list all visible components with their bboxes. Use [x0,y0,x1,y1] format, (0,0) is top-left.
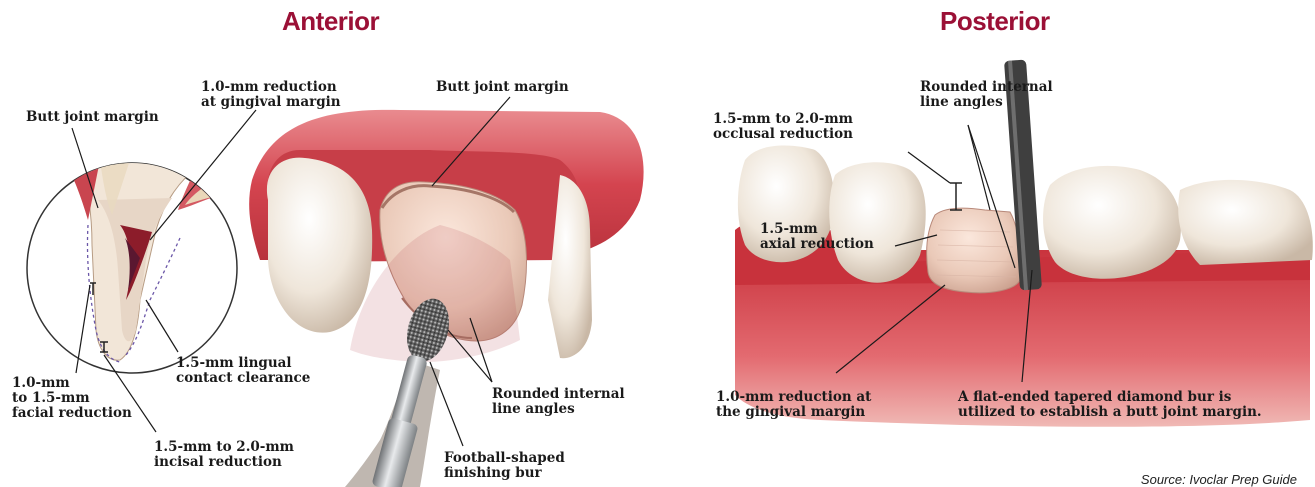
cross-section-inset [27,155,237,373]
label-butt-joint-margin-left: Butt joint margin [26,110,159,125]
label-incisal-reduction: 1.5-mm to 2.0-mm incisal reduction [154,440,294,470]
posterior-title: Posterior [940,6,1050,37]
label-axial-reduction: 1.5-mm axial reduction [760,222,874,252]
label-football-bur: Football-shaped finishing bur [444,451,565,481]
anterior-teeth-illustration [249,110,643,487]
label-lingual-clearance: 1.5-mm lingual contact clearance [176,356,310,386]
label-gingival-margin-reduction: 1.0-mm reduction at the gingival margin [716,390,871,420]
anterior-title: Anterior [282,6,379,37]
label-gingival-reduction: 1.0-mm reduction at gingival margin [201,80,341,110]
label-rounded-line-angles-posterior: Rounded internal line angles [920,80,1053,110]
label-rounded-line-angles-anterior: Rounded internal line angles [492,387,625,417]
label-butt-joint-margin-top: Butt joint margin [436,80,569,95]
label-facial-reduction: 1.0-mm to 1.5-mm facial reduction [12,376,132,421]
label-tapered-diamond-bur: A flat-ended tapered diamond bur is util… [958,390,1262,420]
source-credit: Source: Ivoclar Prep Guide [1141,472,1297,487]
label-occlusal-reduction: 1.5-mm to 2.0-mm occlusal reduction [713,112,853,142]
